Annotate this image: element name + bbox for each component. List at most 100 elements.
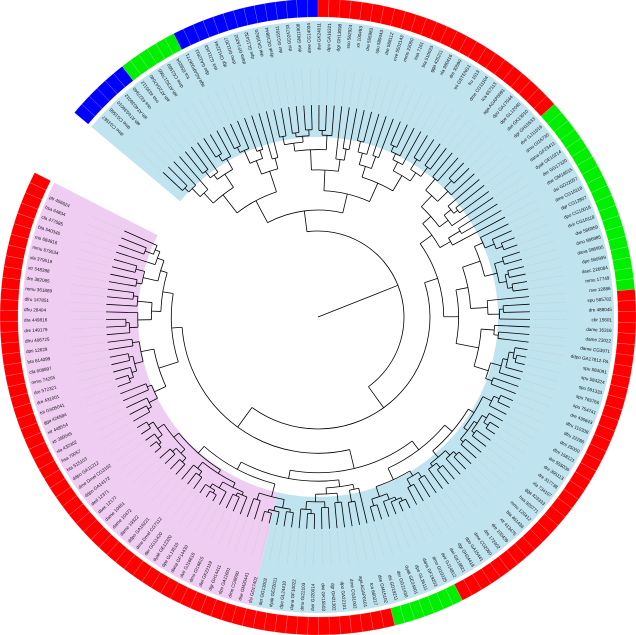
ring-cell-7 (328, 616, 341, 635)
tip-leader (507, 199, 537, 216)
tree-arc (493, 325, 495, 335)
tree-branch (473, 421, 478, 424)
tip-leader (473, 465, 498, 489)
tree-branch (327, 507, 330, 529)
ring-cell-7 (296, 616, 309, 635)
tree-branch (162, 172, 183, 191)
tip-leader (530, 349, 564, 356)
tree-branch (411, 440, 420, 450)
tip-label: spu 585782 (587, 296, 612, 302)
tree-branch (338, 159, 341, 172)
tree-arc (485, 362, 491, 379)
tip-label: dwi GK15503 (321, 583, 327, 611)
ring-cell-2 (307, 0, 319, 18)
tree-branch (212, 494, 217, 502)
tree-branch (331, 105, 335, 136)
tree-branch (198, 471, 203, 476)
tree-branch (155, 249, 161, 253)
tree-branch (310, 105, 313, 130)
tip-leader (444, 490, 464, 518)
tree-branch (335, 106, 343, 160)
tip-leader (478, 459, 504, 483)
tip-leader (367, 526, 376, 559)
tree-arc (413, 157, 420, 162)
tree-branch (218, 481, 224, 489)
tree-branch (133, 295, 138, 297)
tree-arc (485, 421, 491, 429)
tree-branch (514, 347, 528, 351)
tree-arc (406, 471, 419, 480)
tree-arc (151, 302, 153, 320)
tree-branch (366, 113, 380, 155)
tree-arc (421, 206, 440, 228)
ring-cell-5 (617, 311, 636, 323)
tip-leader (422, 100, 439, 130)
tree-branch (458, 203, 498, 229)
tree-arc (343, 148, 350, 150)
tree-branch (148, 421, 154, 426)
tree-branch (173, 161, 196, 186)
tree-branch (347, 502, 353, 527)
tree-branch (390, 121, 401, 145)
tree-branch (172, 447, 177, 452)
tree-branch (203, 192, 214, 204)
ring-cell-7 (0, 321, 19, 333)
tip-leader (138, 465, 163, 489)
tip-leader (215, 91, 230, 122)
tree-branch (429, 147, 447, 170)
tree-arc (181, 327, 350, 454)
tree-branch (107, 288, 134, 294)
tip-leader (70, 327, 104, 330)
tree-branch (209, 134, 222, 154)
tree-branch (254, 500, 261, 520)
tip-leader (529, 357, 562, 365)
tip-leader (476, 149, 501, 172)
tree-branch (293, 143, 296, 152)
tree-branch (121, 237, 147, 249)
tip-leader (162, 123, 184, 150)
tip-leader (78, 372, 111, 382)
tip-leader (415, 95, 431, 126)
tree-branch (509, 273, 526, 278)
tip-leader (532, 326, 566, 329)
tree-branch (451, 197, 494, 227)
tip-label: dana 586995 (577, 244, 605, 255)
tree-branch (493, 395, 500, 400)
tree-branch (160, 270, 168, 273)
ring-cell-2 (285, 0, 298, 19)
tree-branch (218, 155, 223, 162)
tree-branch (162, 291, 174, 294)
tree-branch (419, 139, 435, 162)
tree-branch (383, 501, 390, 517)
tip-label: dyak GE18844 (264, 27, 274, 58)
tip-leader (116, 441, 144, 462)
tree-branch (136, 421, 147, 429)
tree-branch (255, 160, 262, 175)
tree-branch (511, 281, 528, 285)
tip-label: dse GM11908 (295, 23, 302, 52)
tree-arc (437, 465, 444, 471)
tree-arc (169, 448, 176, 455)
tree-branch (490, 383, 516, 394)
ring-cell-7 (0, 299, 19, 311)
ring-cell-7 (307, 616, 319, 635)
tip-leader (278, 529, 284, 562)
tip-leader (87, 224, 119, 237)
tree-branch (115, 375, 129, 380)
tree-branch (436, 462, 441, 468)
tree-branch (418, 478, 431, 498)
tree-branch (239, 496, 248, 515)
tip-label: dfru 406725 (25, 337, 50, 344)
tree-branch (410, 159, 418, 170)
tree-branch (131, 370, 137, 373)
tip-leader (121, 448, 148, 469)
tree-branch (219, 491, 227, 505)
tree-arc (391, 151, 401, 157)
tip-leader (321, 531, 323, 565)
tree-branch (439, 220, 449, 228)
tip-label: dwi GK24011 (316, 23, 321, 51)
tree-branch (499, 372, 521, 380)
tree-branch (503, 311, 530, 313)
tip-leader (70, 310, 104, 313)
tree-branch (157, 257, 165, 261)
